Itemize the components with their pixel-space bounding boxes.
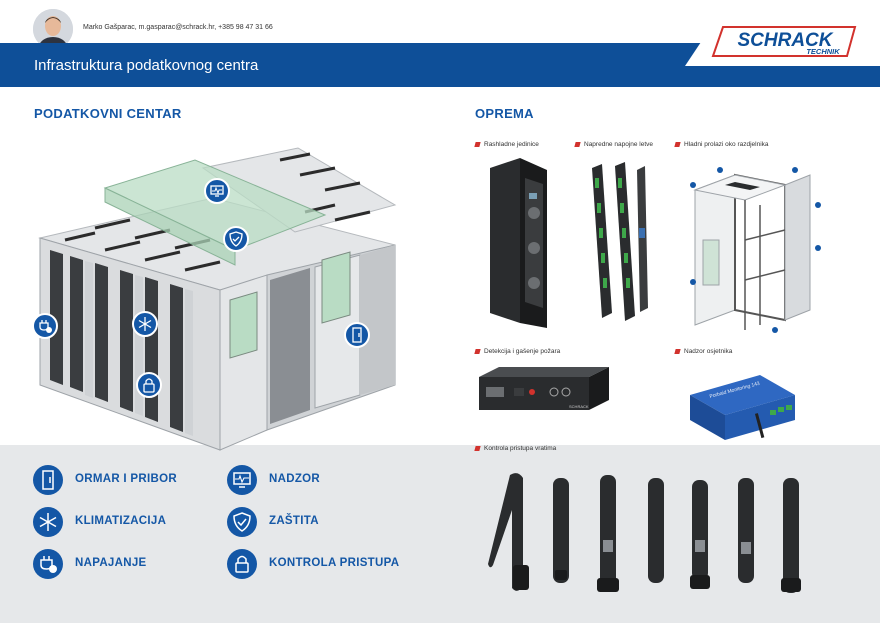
logo-sub: TECHNIK — [806, 47, 840, 56]
power-badge-icon — [32, 313, 58, 339]
legend-label-cooling: KLIMATIZACIJA — [75, 515, 167, 527]
snowflake-icon — [33, 507, 63, 537]
grey-background-band — [0, 445, 880, 623]
lock-badge-icon — [136, 372, 162, 398]
equipment-label-sensors: Nadzor osjetnika — [674, 348, 732, 355]
legend-label-cabinet: ORMAR I PRIBOR — [75, 473, 177, 485]
legend-label-access-control: KONTROLA PRISTUPA — [269, 557, 400, 569]
cooling-unit-image — [485, 158, 560, 330]
logo-brand: SCHRACK — [738, 30, 834, 51]
shield-badge-icon — [223, 226, 249, 252]
cabinet-badge-icon — [344, 322, 370, 348]
banner-title: Infrastruktura podatkovnog centra — [34, 57, 259, 74]
legend-label-power: NAPAJANJE — [75, 557, 147, 569]
power-plug-icon — [33, 549, 63, 579]
door-handles-image — [485, 470, 815, 600]
equipment-label-cooling: Rashladne jedinice — [474, 141, 539, 148]
sensor-monitor-image: Porbaid Monitoring 143 — [680, 365, 800, 450]
pdu-strips-image — [580, 158, 660, 330]
right-section-title: OPREMA — [475, 106, 534, 121]
cold-aisle-frame-image — [685, 160, 830, 335]
datacenter-illustration — [32, 140, 435, 460]
equipment-label-pdu: Napredne napojne letve — [574, 141, 653, 148]
equipment-label-fire: Detekcija i gašenje požara — [474, 348, 560, 355]
cabinet-icon — [33, 465, 63, 495]
monitor-icon — [227, 465, 257, 495]
shield-icon — [227, 507, 257, 537]
equipment-label-cold-aisle: Hladni prolazi oko razdjelnika — [674, 141, 769, 148]
snowflake-badge-icon — [132, 311, 158, 337]
contact-info: Marko Gašparac, m.gasparac@schrack.hr, +… — [83, 24, 273, 31]
legend-label-monitoring: NADZOR — [269, 473, 320, 485]
fire-panel-brand: SCHRACK — [569, 404, 589, 409]
equipment-label-access: Kontrola pristupa vratima — [474, 445, 556, 452]
left-section-title: PODATKOVNI CENTAR — [34, 106, 182, 121]
lock-icon — [227, 549, 257, 579]
schrack-logo: SCHRACK TECHNIK — [685, 21, 880, 66]
legend-label-protection: ZAŠTITA — [269, 515, 319, 527]
monitor-badge-icon — [204, 178, 230, 204]
fire-detection-panel-image: SCHRACK — [474, 362, 612, 417]
